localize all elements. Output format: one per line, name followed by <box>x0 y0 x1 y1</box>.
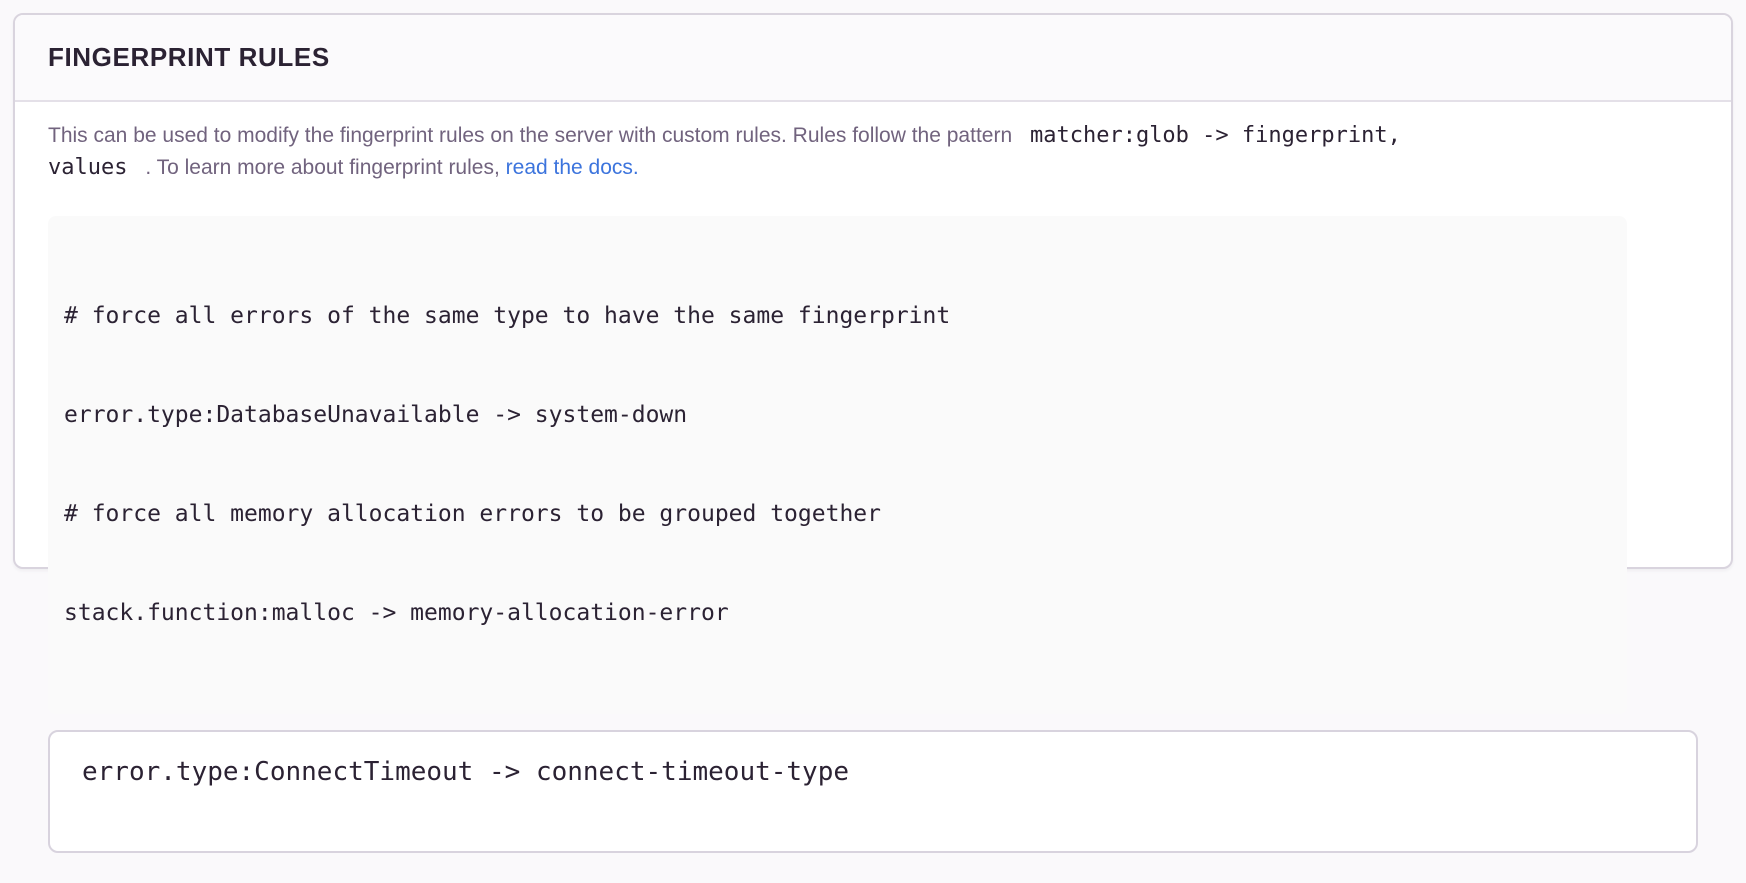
panel-header: FINGERPRINT RULES <box>15 15 1731 102</box>
description-text: This can be used to modify the fingerpri… <box>48 124 1013 147</box>
example-code-line: # force all errors of the same type to h… <box>64 303 951 329</box>
example-code-block: # force all errors of the same type to h… <box>48 216 1627 714</box>
read-the-docs-link[interactable]: read the docs. <box>505 156 639 179</box>
example-code-line: # force all memory allocation errors to … <box>64 501 881 527</box>
pattern-inline-code-continued: values <box>48 155 128 180</box>
fingerprint-rules-input[interactable]: error.type:ConnectTimeout -> connect-tim… <box>48 730 1698 853</box>
panel-body: This can be used to modify the fingerpri… <box>15 102 1731 883</box>
panel-description: This can be used to modify the fingerpri… <box>48 120 1627 184</box>
example-code-line: error.type:DatabaseUnavailable -> system… <box>64 402 688 428</box>
pattern-inline-code: matcher:glob -> fingerprint, <box>1029 123 1401 148</box>
description-text-after: . To learn more about fingerprint rules, <box>145 156 500 179</box>
example-code-line: stack.function:malloc -> memory-allocati… <box>64 600 729 626</box>
panel-title: FINGERPRINT RULES <box>48 42 330 72</box>
fingerprint-rules-panel: FINGERPRINT RULES This can be used to mo… <box>13 13 1733 853</box>
